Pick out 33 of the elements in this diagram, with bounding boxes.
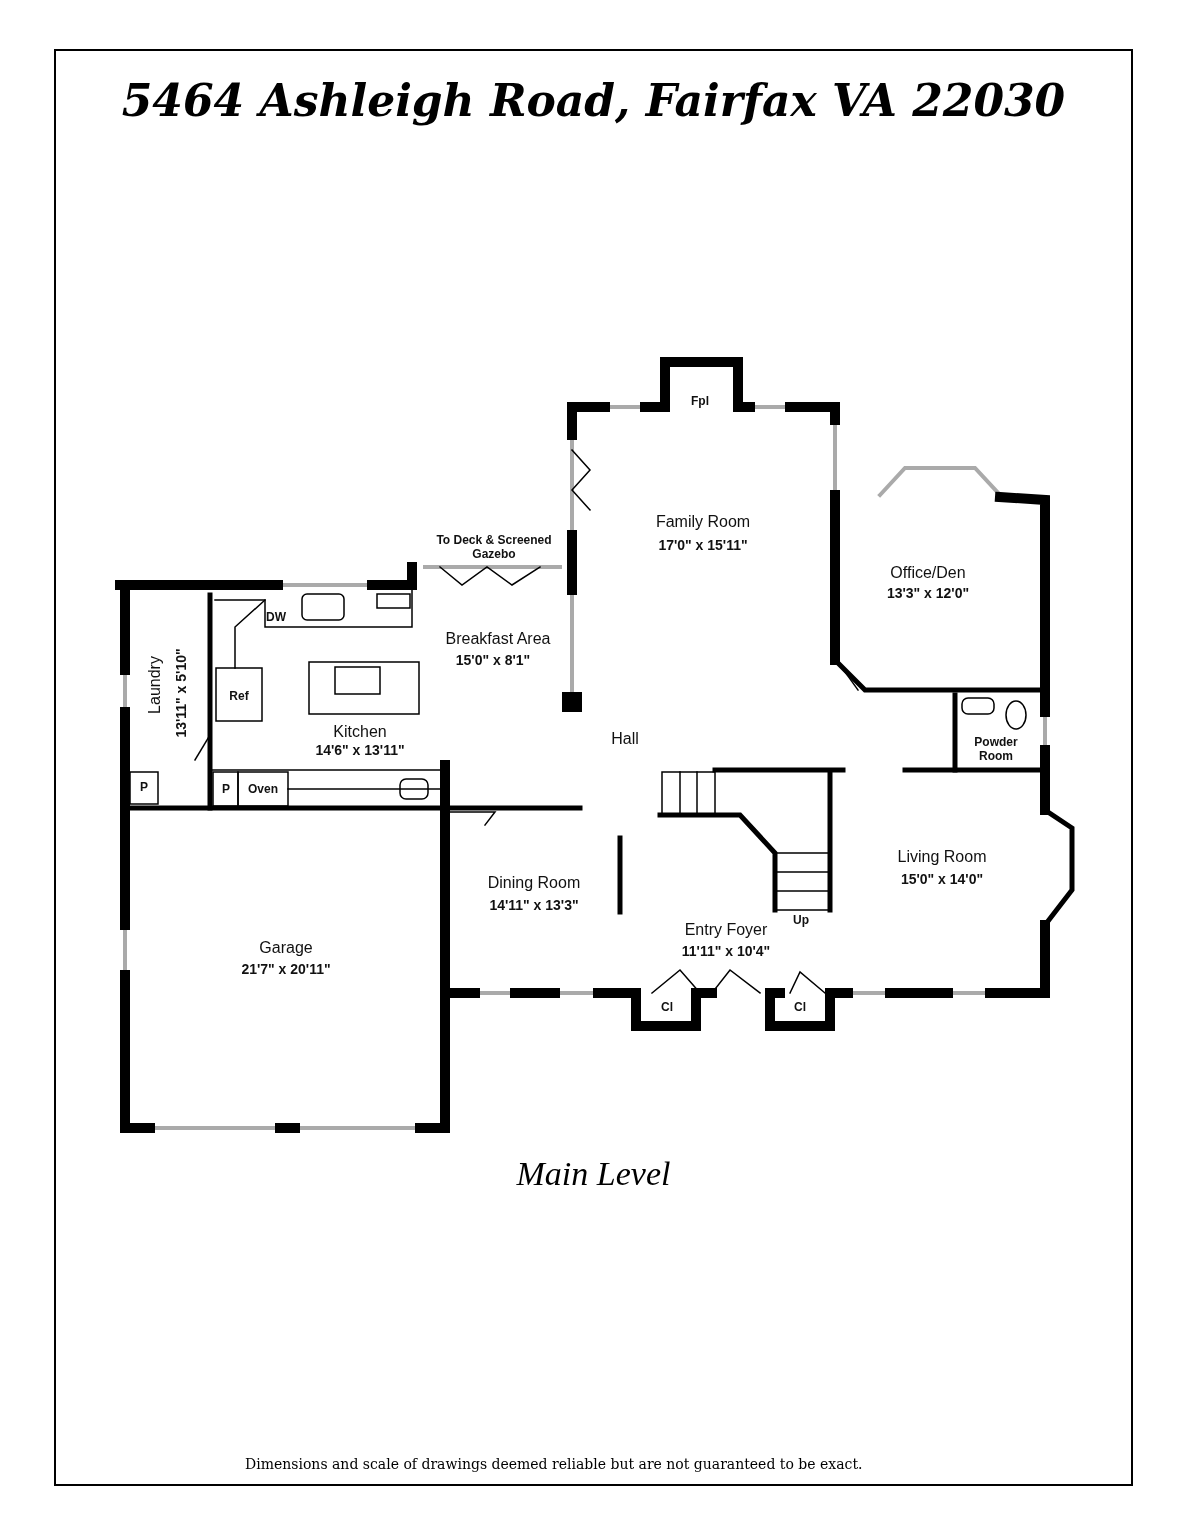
room-name: Living Room bbox=[897, 847, 987, 867]
room-name: Kitchen bbox=[333, 722, 387, 742]
fixture-label: P bbox=[222, 781, 230, 797]
room-dimensions: 15'0" x 8'1" bbox=[455, 651, 531, 669]
disclaimer-note: Dimensions and scale of drawings deemed reliable but are not guaranteed to be exact. bbox=[245, 1456, 863, 1472]
door-note: To Deck & Screened Gazebo bbox=[435, 532, 553, 562]
room-name: Garage bbox=[259, 938, 313, 958]
closet-label: Cl bbox=[794, 999, 806, 1015]
room-name: Breakfast Area bbox=[445, 629, 551, 649]
room-dimensions: 14'11" x 13'3" bbox=[489, 896, 579, 914]
room-dimensions: 11'11" x 10'4" bbox=[681, 942, 771, 960]
room-dimensions: 15'0" x 14'0" bbox=[900, 870, 984, 888]
room-name: Hall bbox=[611, 729, 639, 749]
room-dimensions: 17'0" x 15'11" bbox=[658, 536, 748, 554]
fixture-label: Oven bbox=[248, 781, 278, 797]
room-dimensions: 21'7" x 20'11" bbox=[241, 960, 331, 978]
room-name: Powder Room bbox=[973, 734, 1019, 764]
room-name: Dining Room bbox=[487, 873, 581, 893]
fixture-label: P bbox=[140, 779, 148, 795]
closet-label: Cl bbox=[661, 999, 673, 1015]
room-dimensions: 14'6" x 13'11" bbox=[315, 741, 405, 759]
plan-title: 5464 Ashleigh Road, Fairfax VA 22030 bbox=[120, 75, 1067, 126]
fixture-label: DW bbox=[266, 609, 286, 625]
level-caption: Main Level bbox=[515, 1155, 672, 1193]
room-name: Laundry bbox=[145, 656, 165, 714]
room-name: Office/Den bbox=[890, 563, 966, 583]
fixture-label: Ref bbox=[229, 688, 249, 704]
room-name: Entry Foyer bbox=[684, 920, 768, 940]
room-dimensions: 13'11" x 5'10" bbox=[172, 648, 190, 738]
room-dimensions: 13'3" x 12'0" bbox=[886, 584, 970, 602]
room-name: Family Room bbox=[655, 512, 751, 532]
stair-label: Up bbox=[793, 912, 809, 928]
fixture-label: Fpl bbox=[691, 393, 709, 409]
